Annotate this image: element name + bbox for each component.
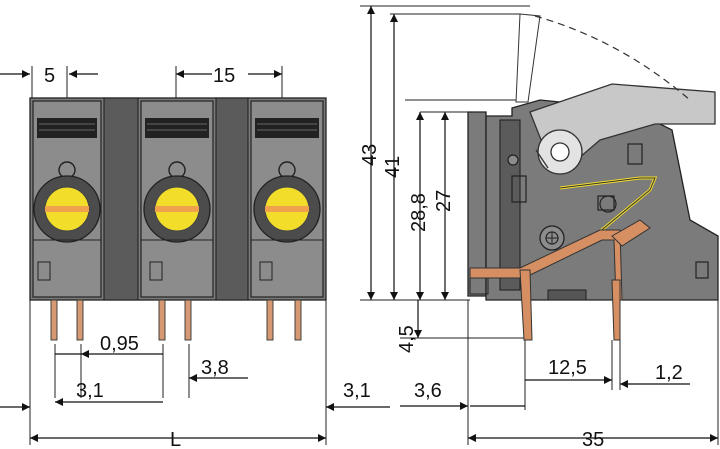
dim-side-pin-spacing: 12,5 xyxy=(548,357,587,379)
dim-side-offset: 3,6 xyxy=(414,380,442,402)
front-view: 5 15 xyxy=(0,65,390,449)
dim-side-pin-width: 1,2 xyxy=(655,362,683,384)
terminal-module-3 xyxy=(250,100,324,298)
dim-pitch-small: 5 xyxy=(44,65,55,87)
lever-actuator xyxy=(515,13,716,175)
dim-offset-left: 3,1 xyxy=(76,380,104,402)
terminal-module-2 xyxy=(140,100,214,298)
dim-offset-right: 3,1 xyxy=(343,380,371,402)
dim-height-side: 27 xyxy=(433,190,455,212)
side-view: 43 41 28,8 27 4,5 xyxy=(359,5,719,449)
dim-pin-width: 0,95 xyxy=(100,333,139,355)
dim-height-body: 41 xyxy=(382,156,404,178)
dim-pin-gap: 3,8 xyxy=(201,357,229,379)
dim-length: L xyxy=(170,429,181,449)
dim-depth: 35 xyxy=(582,429,604,449)
terminal-module-1 xyxy=(32,100,102,298)
dim-pin-length: 4,5 xyxy=(396,325,418,353)
dim-height-mid: 28,8 xyxy=(408,193,430,232)
dim-height-total: 43 xyxy=(359,144,381,166)
front-pins xyxy=(50,299,302,341)
dim-pitch: 15 xyxy=(213,65,235,87)
